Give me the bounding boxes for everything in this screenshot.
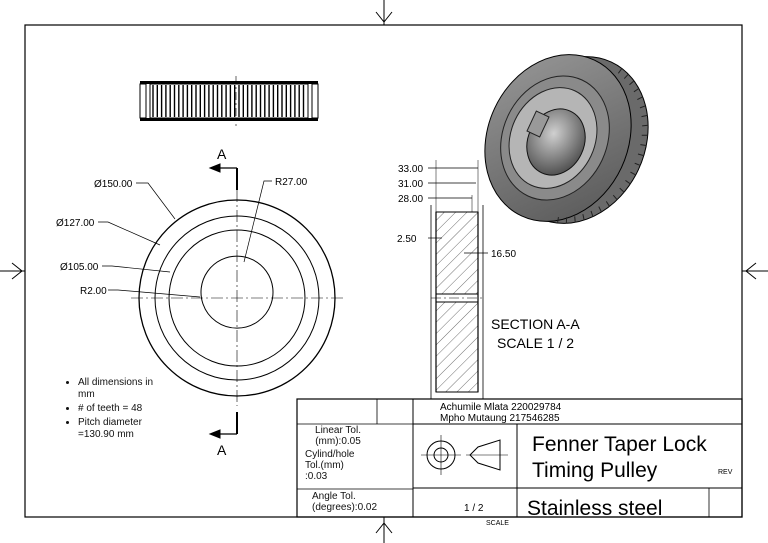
- top-view: [139, 76, 319, 126]
- section-title: SECTION A-A: [491, 316, 580, 332]
- note-item: Pitch diameter =130.90 mm: [78, 417, 168, 441]
- section-view: [428, 160, 488, 399]
- material: Stainless steel: [527, 497, 662, 520]
- scale-value: 1 / 2: [464, 503, 484, 514]
- dim-t1650: 16.50: [491, 249, 516, 260]
- author-1: Achumile Mlata 220029784: [440, 402, 562, 413]
- dim-w28: 28.00: [398, 194, 423, 205]
- dim-d127: Ø127.00: [56, 218, 95, 229]
- rev-label: REV: [718, 469, 733, 476]
- tolerance-linear: Linear Tol.(mm):0.05: [315, 425, 361, 447]
- note-item: All dimensions in mm: [78, 377, 168, 401]
- drawing-notes: All dimensions in mm # of teeth = 48 Pit…: [52, 377, 168, 443]
- dim-t250: 2.50: [397, 234, 417, 245]
- part-title-line1: Fenner Taper Lock: [532, 433, 707, 456]
- dim-r2: R2.00: [80, 286, 107, 297]
- dim-d150: Ø150.00: [94, 179, 133, 190]
- dim-r27: R27.00: [275, 177, 308, 188]
- part-title-line2: Timing Pulley: [532, 459, 658, 482]
- section-marker-bottom: A: [217, 442, 227, 458]
- author-2: Mpho Mutaung 217546285: [440, 413, 560, 424]
- dim-d105: Ø105.00: [60, 262, 99, 273]
- scale-label: SCALE: [486, 520, 509, 527]
- pulley-isometric: [484, 54, 649, 224]
- title-block: [296, 398, 743, 518]
- tolerance-cylind: Cylind/hole Tol.(mm) :0.03: [305, 449, 355, 482]
- projection-symbol-icon: [421, 435, 508, 475]
- note-item: # of teeth = 48: [78, 403, 168, 415]
- section-scale: SCALE 1 / 2: [497, 335, 574, 351]
- tolerance-angle: Angle Tol.(degrees):0.02: [312, 491, 378, 513]
- front-view-leaders: [98, 180, 272, 298]
- dim-w33: 33.00: [398, 164, 423, 175]
- dim-w31: 31.00: [398, 179, 423, 190]
- section-marker-top: A: [217, 146, 227, 162]
- front-view: [131, 163, 345, 439]
